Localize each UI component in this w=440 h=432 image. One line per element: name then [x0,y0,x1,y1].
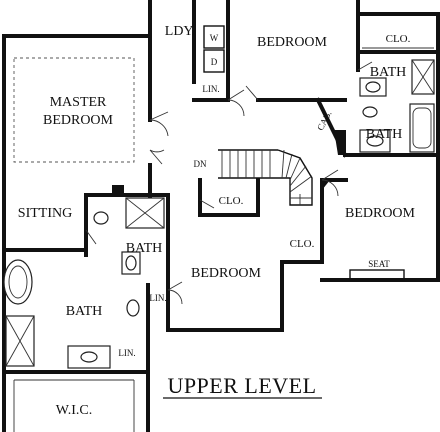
bedroom-center-label: BEDROOM [191,266,262,281]
master-bedroom-label-1: MASTER [50,95,107,110]
walk-in-closet-label: W.I.C. [56,403,92,418]
linen-center-label: LIN. [149,293,166,303]
dryer-label: D [211,57,218,67]
detail-lines [3,25,435,432]
closet-center-label: CLO. [219,195,244,207]
laundry-label: LDY. [165,24,195,39]
linen-bottom-label: LIN. [118,348,135,358]
master-bath-label: BATH [66,304,103,319]
structural-fills [112,130,346,196]
bedroom-top-label: BEDROOM [257,35,328,50]
stair-down-label: DN [194,159,207,169]
staircase [218,149,313,206]
door-swings [85,61,373,305]
closet-right-label: CLO. [290,238,315,250]
washer-label: W [210,33,219,43]
bath-top-right-label: BATH [370,65,407,80]
room-labels: LDY. W D LIN. BEDROOM CLO. BATH CAB. BAT… [18,24,416,418]
window-seat-label: SEAT [368,259,390,269]
bath-right-label: BATH [366,127,403,142]
linen-top-label: LIN. [202,84,219,94]
closet-top-right-label: CLO. [386,33,411,45]
bath-center-label: BATH [126,241,163,256]
sitting-label: SITTING [18,206,72,221]
bedroom-right-label: BEDROOM [345,206,416,221]
plan-title: UPPER LEVEL [167,373,316,398]
master-bedroom-label-2: BEDROOM [43,113,114,128]
